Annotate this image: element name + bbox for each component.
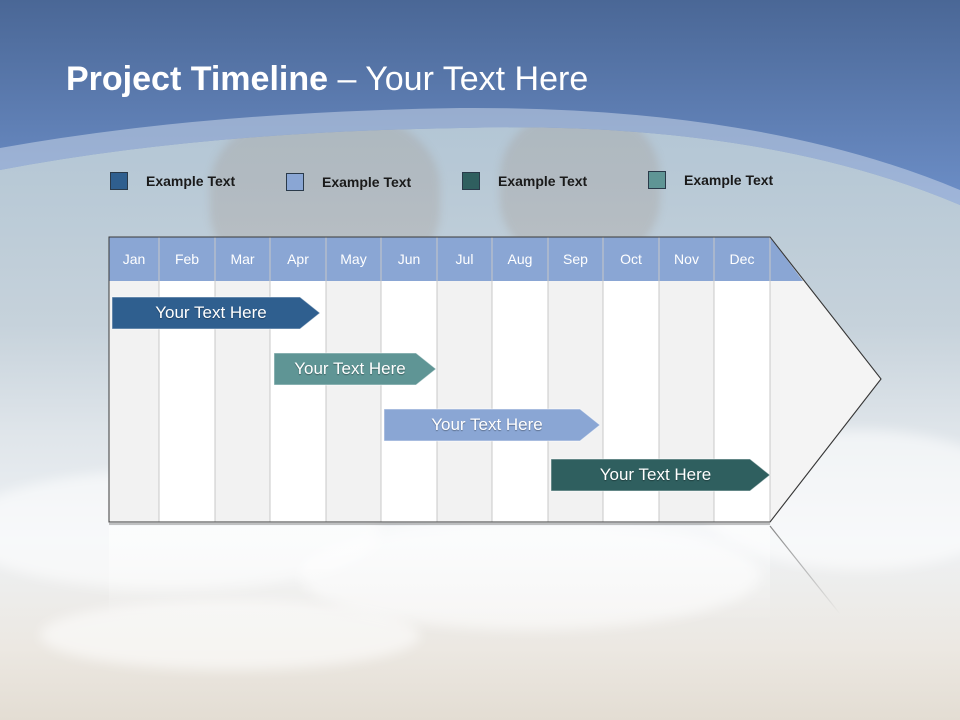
- header-sky-band: [0, 0, 960, 205]
- month-label-feb: Feb: [174, 251, 200, 267]
- task-label-1: Your Text Here: [155, 303, 267, 322]
- task-label-2: Your Text Here: [294, 359, 406, 378]
- title-rest: – Your Text Here: [328, 60, 589, 98]
- background-figure-right: [500, 110, 660, 260]
- month-label-dec: Dec: [729, 251, 755, 267]
- month-label-jul: Jul: [455, 251, 474, 267]
- month-label-nov: Nov: [674, 251, 699, 267]
- legend-label-4: Example Text: [684, 172, 774, 188]
- task-bar-1: [111, 296, 321, 330]
- month-label-aug: Aug: [507, 251, 533, 267]
- task-label-4: Your Text Here: [599, 465, 712, 484]
- reflection-edge: [769, 525, 841, 615]
- legend-label-1: Example Text: [146, 173, 236, 189]
- legend-swatch-4: [648, 171, 666, 189]
- chart-reflection: [109, 526, 770, 622]
- page-title: Project Timeline – Your Text Here: [66, 60, 588, 99]
- task-bar-4: [550, 458, 771, 492]
- month-label-oct: Oct: [620, 251, 642, 267]
- month-column: [437, 281, 492, 522]
- gantt-chart: [108, 236, 882, 622]
- month-label-apr: Apr: [287, 251, 309, 267]
- month-label-jun: Jun: [397, 251, 421, 267]
- legend-swatch-3: [462, 172, 480, 190]
- timeline-arrow-outline: [108, 236, 882, 523]
- month-header-band: [109, 237, 770, 281]
- header-arc-highlight: [0, 107, 960, 205]
- title-bold: Project Timeline: [66, 60, 329, 98]
- legend-label-3: Example Text: [498, 173, 588, 189]
- legend-swatch-1: [110, 172, 128, 190]
- task-bar-2: [273, 352, 437, 386]
- task-bar-3: [383, 408, 601, 442]
- month-column: [381, 281, 437, 522]
- month-label-mar: Mar: [230, 251, 255, 267]
- month-label-may: May: [340, 251, 367, 267]
- month-column: [326, 281, 381, 522]
- legend-swatch-2: [286, 173, 304, 191]
- month-column: [492, 281, 548, 522]
- legend-label-2: Example Text: [322, 174, 412, 190]
- month-label-sep: Sep: [563, 251, 588, 267]
- task-label-3: Your Text Here: [431, 415, 543, 434]
- month-label-jan: Jan: [122, 251, 146, 267]
